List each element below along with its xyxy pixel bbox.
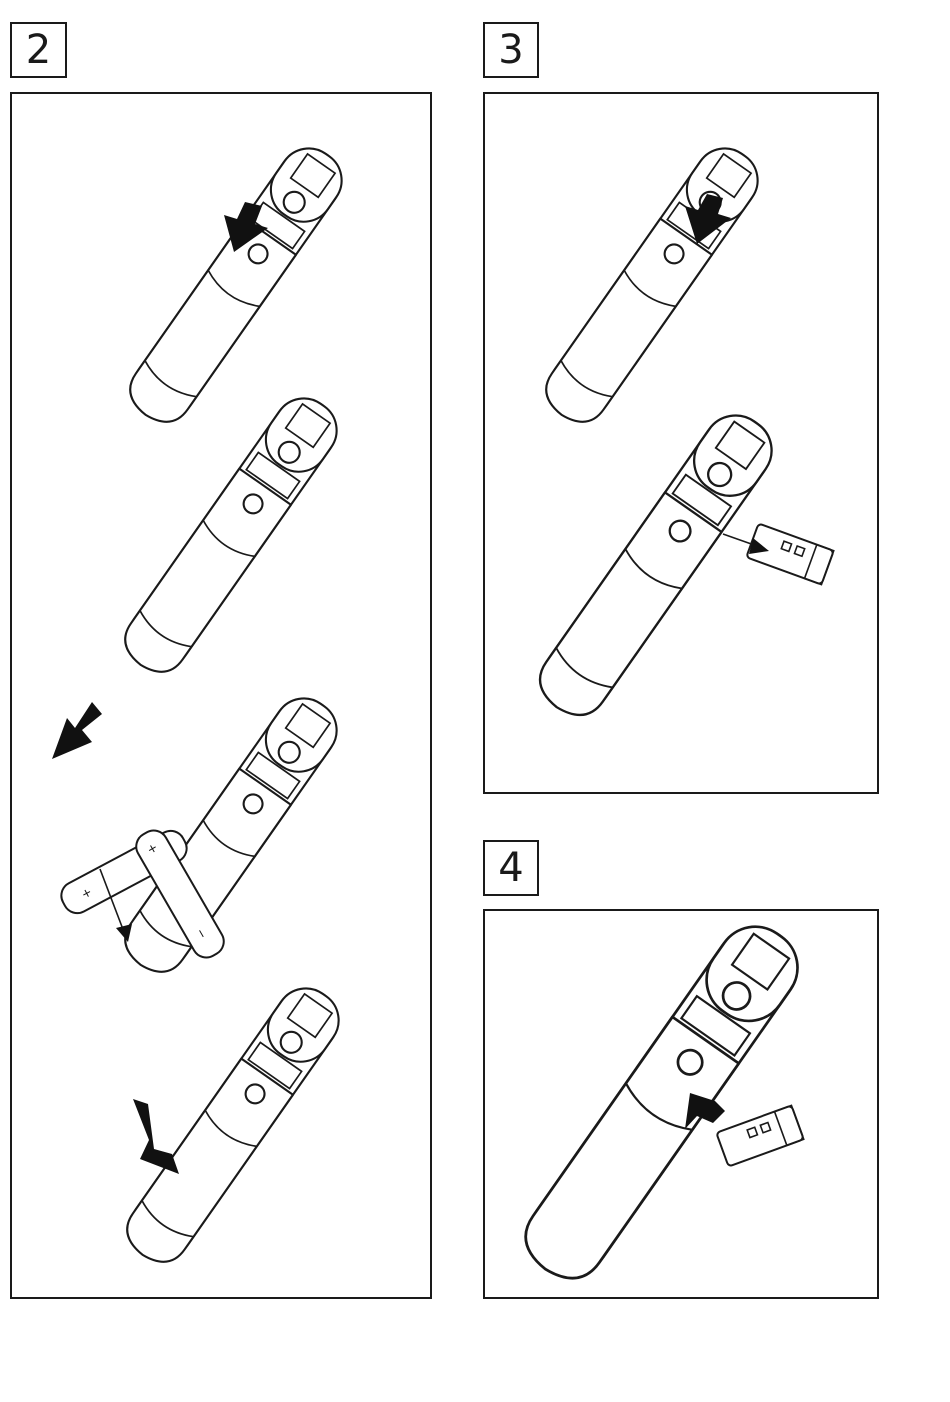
remote-step2-a (120, 137, 353, 433)
step-3-number: 3 (498, 27, 523, 73)
step-2-badge: 2 (10, 22, 67, 78)
step-2-panel: + + − (10, 92, 432, 1299)
remote-step3-b (528, 403, 784, 727)
remote-step3-a (536, 137, 769, 433)
step-4-panel (483, 909, 879, 1299)
step-2-number: 2 (26, 27, 51, 73)
remote-step2-b (115, 387, 348, 683)
step-3-panel (483, 92, 879, 794)
usb-receiver-icon (716, 1105, 803, 1166)
usb-receiver-icon (746, 523, 833, 584)
remote-step2-d (117, 977, 350, 1273)
step-3-badge: 3 (483, 22, 539, 78)
arrow-up-icon (133, 1099, 179, 1174)
step-4-badge: 4 (483, 840, 539, 896)
step-4-number: 4 (498, 845, 523, 891)
arrow-slide-out-icon (52, 702, 102, 759)
remote-step4 (512, 912, 812, 1292)
